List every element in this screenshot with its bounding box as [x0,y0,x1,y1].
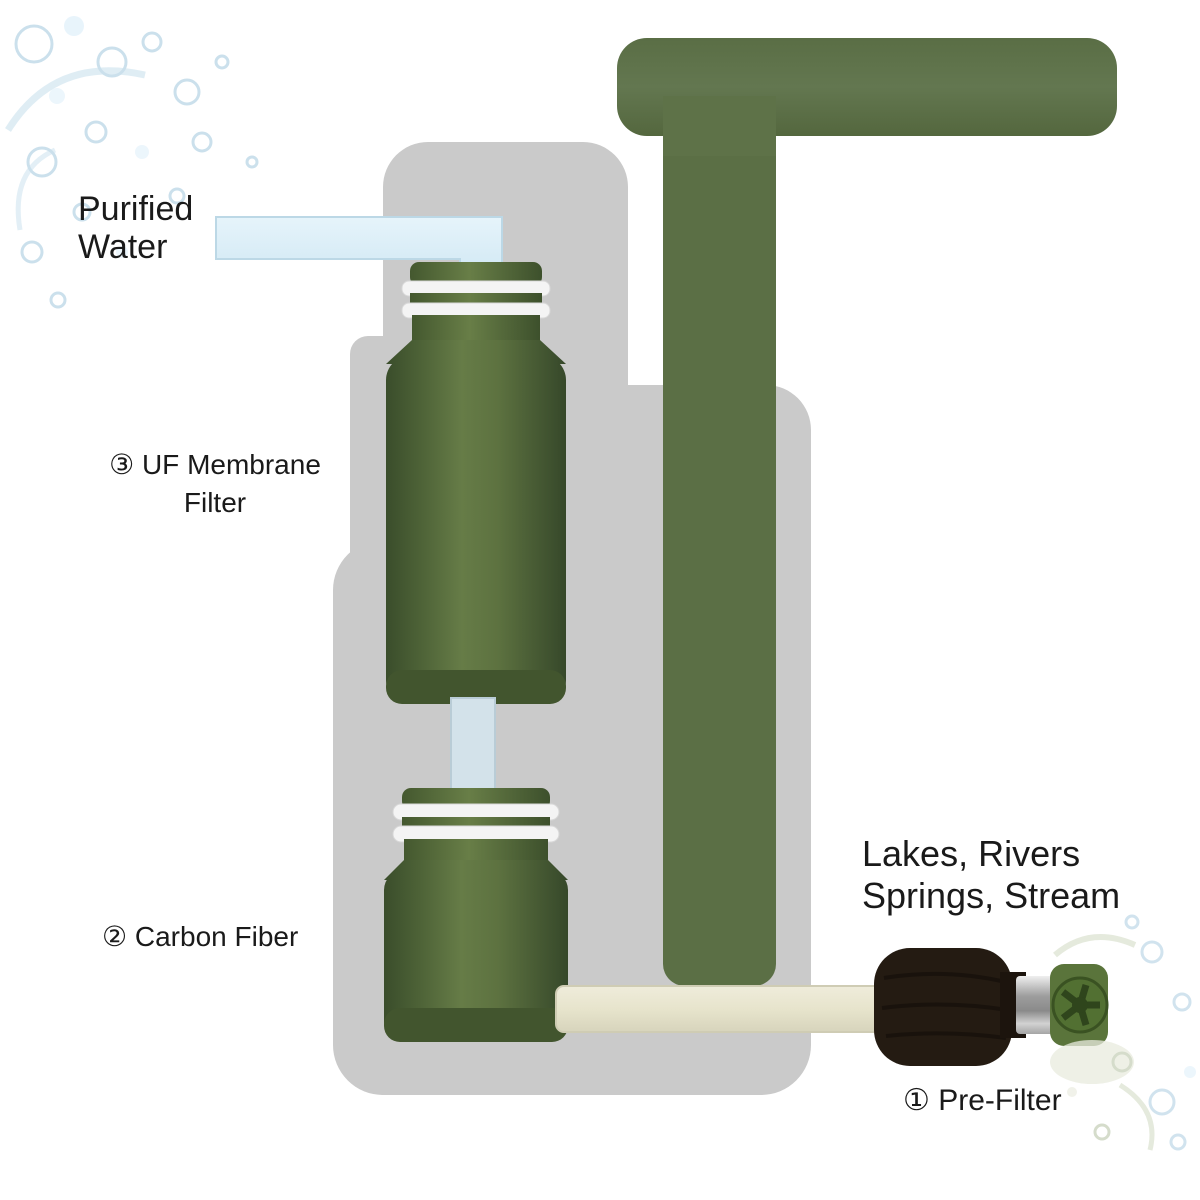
label-water-source: Lakes, Rivers Springs, Stream [862,833,1120,918]
uf-bottom-lip [386,670,566,704]
carbon-body [384,870,568,1042]
uf-cap-lip [410,262,542,286]
water-splash-bottom-right-decoration [1050,914,1196,1151]
carbon-fiber-cartridge [384,788,568,1042]
prefilter-metal-barrel [1016,976,1056,1034]
label-pre-filter: ① Pre-Filter [903,1083,1062,1118]
pump-handle [617,38,1117,986]
pre-filter-text: ① Pre-Filter [903,1084,1062,1117]
purified-water-line2: Water [78,228,168,267]
inlet-hose [555,985,893,1033]
water-splash-top-left-decoration [5,16,259,309]
pump-shaft [663,96,776,986]
carbon-bottom-lip [384,1008,568,1042]
handle-shaft-joint [663,96,776,156]
pre-filter-assembly [874,948,1109,1066]
water-source-line2: Springs, Stream [862,875,1121,917]
handwheel-hub [1072,997,1088,1013]
purified-water-line1: Purified [78,190,194,228]
carbon-fiber-text: ② Carbon Fiber [102,921,299,952]
label-carbon-fiber: ② Carbon Fiber [102,920,298,953]
water-source-line1: Lakes, Rivers [862,833,1081,874]
label-purified-water: Purified Water [78,190,193,266]
uf-membrane-filter-cartridge [386,262,566,704]
uf-body [386,356,566,704]
carbon-neck [404,839,548,863]
label-uf-membrane-filter: ③ UF Membrane Filter [88,446,342,522]
uf-membrane-line2: Filter [183,486,247,518]
uf-membrane-line1: ③ UF Membrane [109,449,321,480]
